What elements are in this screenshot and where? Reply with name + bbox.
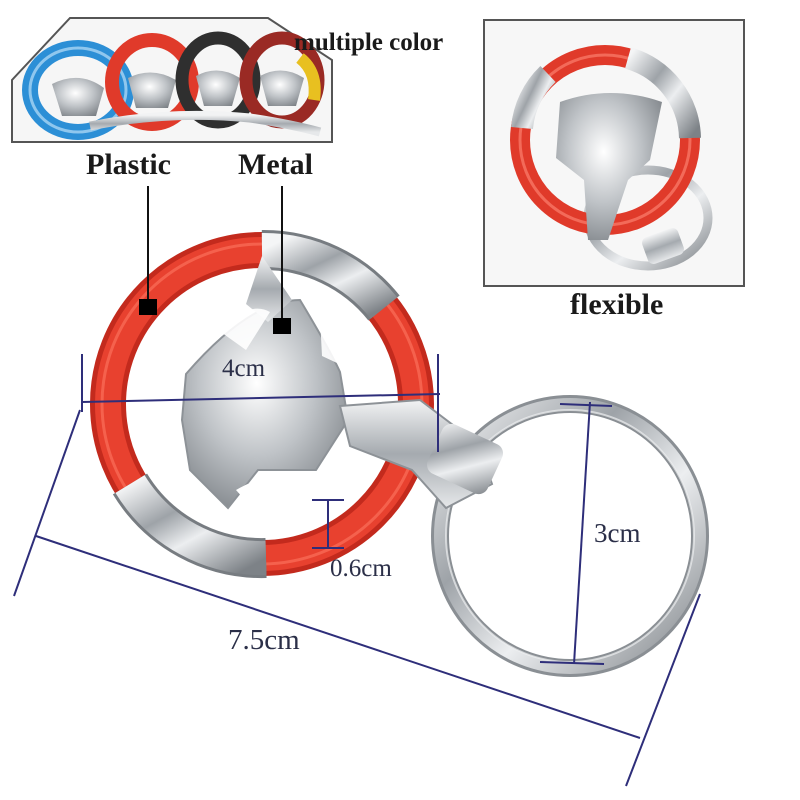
multiple-color-label: multiple color xyxy=(294,29,444,56)
ring-diameter-label: 3cm xyxy=(594,518,641,548)
length-dimension-line xyxy=(35,535,641,739)
metal-label: Metal xyxy=(238,148,313,181)
flexible-label: flexible xyxy=(570,288,664,321)
label-pointers xyxy=(139,186,291,334)
plastic-label: Plastic xyxy=(86,148,171,181)
width-dimension-line xyxy=(81,393,441,403)
flexible-hub xyxy=(556,93,662,240)
plastic-pointer-marker xyxy=(139,299,157,315)
dimension-lines xyxy=(13,354,701,787)
flexible-panel xyxy=(483,19,745,287)
width-label: 4cm xyxy=(222,355,266,382)
total-length-label: 7.5cm xyxy=(228,624,300,656)
metal-pointer-marker xyxy=(273,318,291,334)
thickness-label: 0.6cm xyxy=(330,555,392,582)
variant-red xyxy=(105,33,199,131)
ring-dimension-line xyxy=(573,401,591,665)
variant-blue xyxy=(22,40,134,140)
variant-black xyxy=(175,31,261,129)
color-variants-panel xyxy=(11,17,333,143)
